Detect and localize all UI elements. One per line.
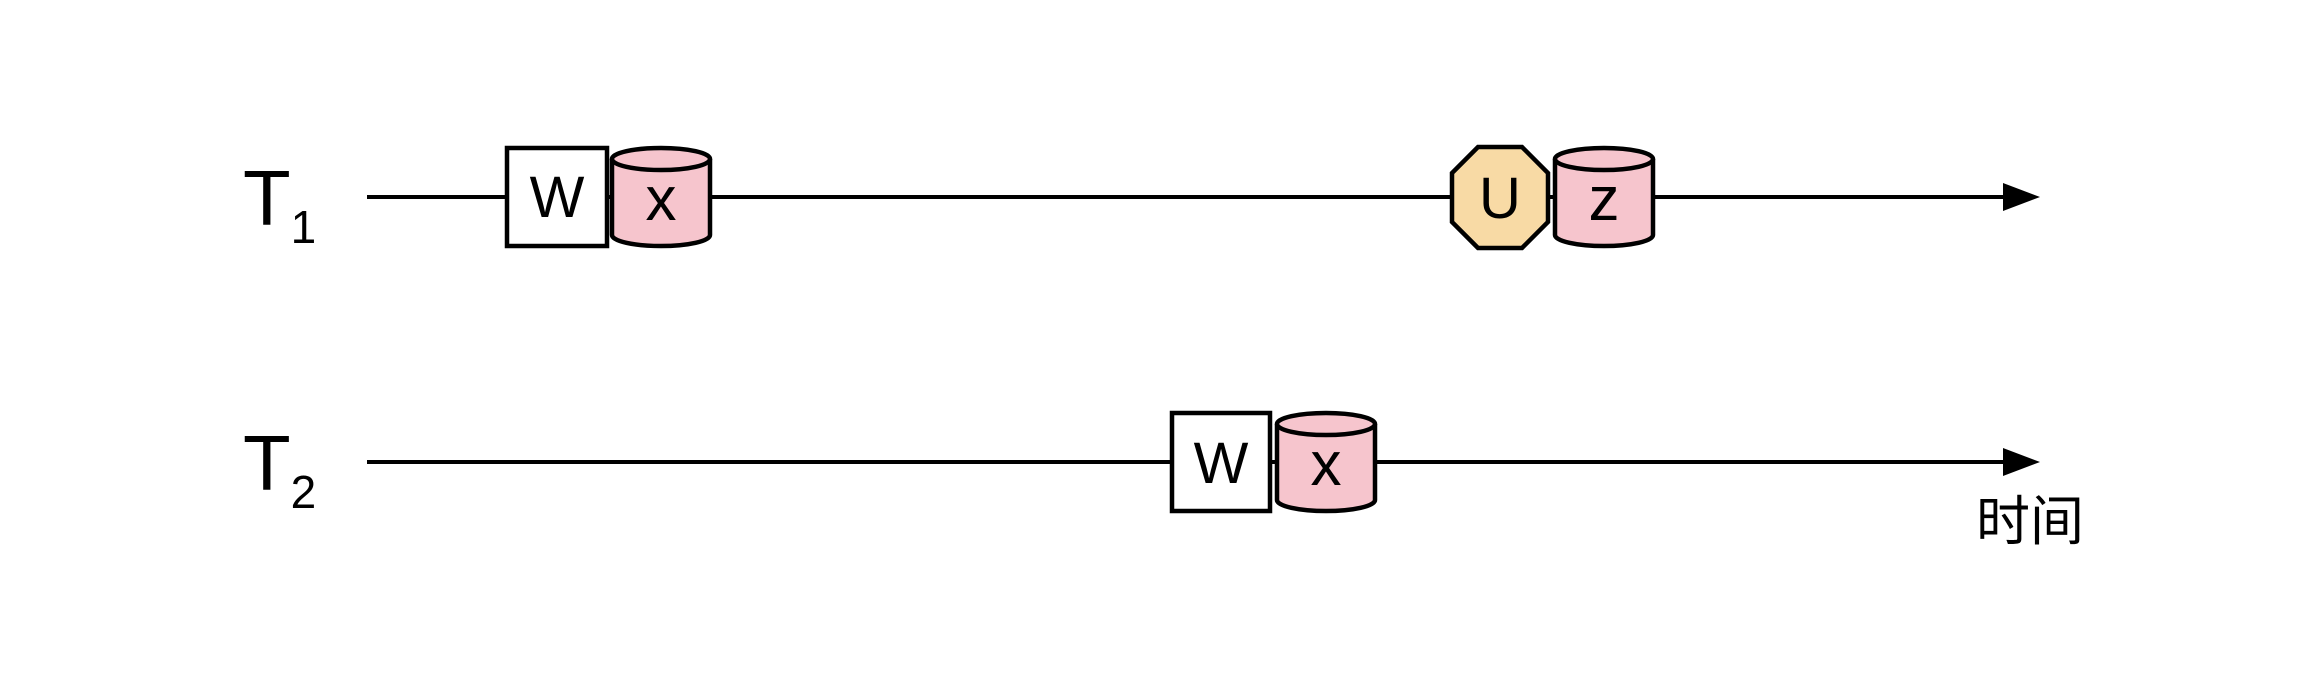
t2-data-x-cylinder-top <box>1274 410 1378 438</box>
t1-data-z-cylinder-top <box>1552 145 1656 173</box>
t2-label-main: T <box>243 419 291 507</box>
t1-data-z-cylinder: z <box>1552 145 1656 249</box>
t1-unlock-label: U <box>1479 166 1521 231</box>
timeline-t1: T1 W x U z <box>243 144 2040 253</box>
time-axis-label: 时间 <box>1976 492 2084 552</box>
t2-label-subscript: 2 <box>291 466 317 518</box>
t1-data-z-label: z <box>1589 165 1620 234</box>
t1-write-lock-box <box>504 145 610 249</box>
timeline-t2: T2 W x <box>243 410 2040 518</box>
t1-label-subscript: 1 <box>291 201 317 253</box>
t1-data-x-label: x <box>646 165 677 234</box>
t1-data-x-cylinder-top <box>609 145 713 173</box>
t1-unlock-octagon-shape <box>1449 144 1551 251</box>
t2-write-lock-box <box>1169 410 1273 514</box>
t1-data-x-cylinder: x <box>609 145 713 249</box>
t2-write-lock-label: W <box>1194 431 1249 496</box>
t1-data-x-cylinder-body <box>609 159 713 249</box>
t1-label: T1 <box>243 154 316 253</box>
t1-arrowhead-icon <box>2003 183 2040 211</box>
t2-data-x-cylinder-body <box>1274 424 1378 514</box>
t2-label: T2 <box>243 419 316 518</box>
t2-data-x-cylinder: x <box>1274 410 1378 514</box>
t2-arrowhead-icon <box>2003 448 2040 476</box>
t1-label-main: T <box>243 154 291 242</box>
t1-write-lock-label: W <box>530 165 585 230</box>
t1-data-z-cylinder-body <box>1552 159 1656 249</box>
t1-unlock-octagon: U <box>1449 144 1551 251</box>
t2-data-x-label: x <box>1311 430 1342 499</box>
